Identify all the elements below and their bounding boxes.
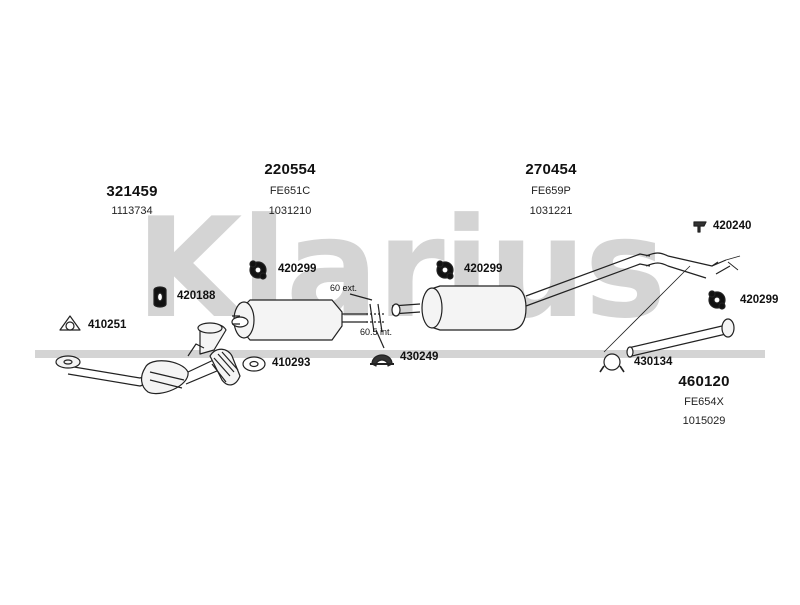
accessory-code-430249: 430249 <box>400 351 439 363</box>
accessory-code-420299-right: 420299 <box>740 294 779 306</box>
accessory-code-420188: 420188 <box>177 290 216 302</box>
part-code-fe654x: FE654X <box>684 396 724 408</box>
front-silencer <box>231 299 368 341</box>
part-ref-1113734: 1113734 <box>111 205 153 217</box>
flex-section <box>209 348 241 386</box>
watermark-underline <box>35 350 765 358</box>
part-number-460120: 460120 <box>678 373 730 390</box>
accessory-code-410293: 410293 <box>272 357 311 369</box>
mid-flange <box>197 322 223 334</box>
part-code-fe659p: FE659P <box>531 185 571 197</box>
joint-markers <box>349 293 386 349</box>
part-ref-1015029: 1015029 <box>682 415 726 427</box>
accessory-code-420240: 420240 <box>713 220 752 232</box>
catalyst-body <box>141 360 189 395</box>
rubber-mount-420188 <box>153 286 167 308</box>
accessory-code-410251: 410251 <box>88 319 127 331</box>
part-ref-1031221: 1031221 <box>529 205 573 217</box>
part-ref-1031210: 1031210 <box>268 205 312 217</box>
middle-silencer <box>391 252 741 331</box>
clamp-430249 <box>370 354 394 367</box>
clamp-430134 <box>599 353 625 373</box>
accessory-code-430134: 430134 <box>634 356 673 368</box>
note-60-ext: 60 ext. <box>330 283 358 293</box>
rubber-mount-420299-right <box>708 290 726 310</box>
gasket-410251 <box>59 315 81 331</box>
part-number-321459: 321459 <box>106 183 158 200</box>
watermark-text: Klarius <box>135 188 664 349</box>
part-number-220554: 220554 <box>264 161 316 178</box>
front-flange <box>55 355 81 369</box>
part-code-fe651c: FE651C <box>269 185 311 197</box>
front-pipe-catalyst <box>55 322 241 395</box>
note-60-5-int: 60.5 int. <box>360 327 393 337</box>
hanger-420240 <box>693 221 707 233</box>
part-number-270454: 270454 <box>525 161 577 178</box>
tail-pipe <box>603 265 735 358</box>
rubber-mount-420299-left <box>249 260 267 280</box>
accessory-code-420299-mid: 420299 <box>464 263 503 275</box>
accessory-code-420299-left: 420299 <box>278 263 317 275</box>
rubber-mount-420299-mid <box>436 260 454 280</box>
gasket-410293 <box>242 356 266 372</box>
